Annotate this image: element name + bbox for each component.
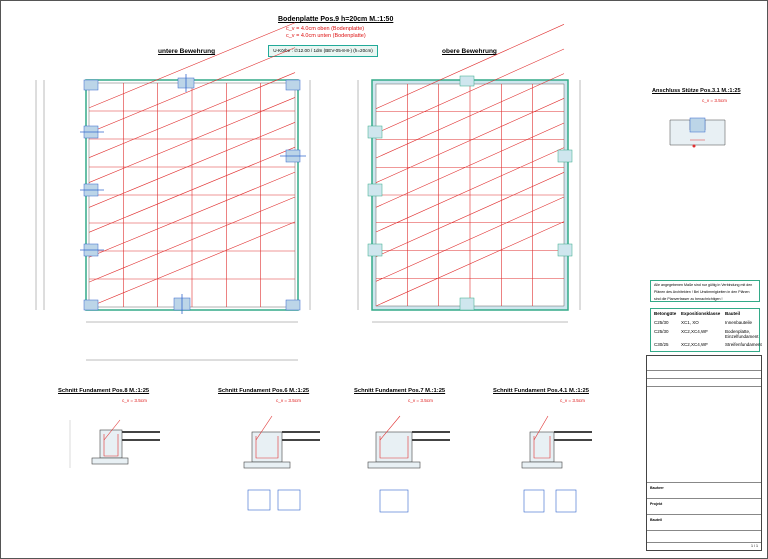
rebar-diagonal xyxy=(88,47,296,134)
rebar-diagonal xyxy=(88,72,296,158)
table-cell: XC1, XO xyxy=(681,320,699,325)
section-title-4: Schnitt Fundament Pos.4.1 M.:1:25 xyxy=(493,388,589,394)
rebar-diagonal xyxy=(375,122,565,208)
tb-sheet-no: 1 / 1 xyxy=(751,544,758,548)
section-title-3: Schnitt Fundament Pos.7 M.:1:25 xyxy=(354,388,446,394)
col-betonguete: Betongüte xyxy=(654,311,677,316)
title-block: Bauherr Projekt Bauteil 1 / 1 xyxy=(646,355,762,551)
rebar-diagonal xyxy=(375,48,565,134)
section-pos7 xyxy=(367,415,450,513)
table-cell: XC2,XC4,WF xyxy=(681,329,709,334)
rebar-diagonal xyxy=(88,122,296,208)
tb-bauherr: Bauherr xyxy=(650,486,664,490)
section-pos41 xyxy=(521,415,592,513)
section-pos8 xyxy=(69,419,160,468)
table-cell: Innenbauteile xyxy=(725,320,753,325)
rebar-diagonal xyxy=(375,221,565,307)
section-cover-2: c_v = 3.5cm xyxy=(276,398,301,403)
tb-projekt: Projekt xyxy=(650,502,663,506)
drawing-title: Bodenplatte Pos.9 h=20cm M.:1:50 xyxy=(278,16,394,23)
concrete-table: Betongüte Expositionsklasse Bauteil C25/… xyxy=(650,308,762,352)
section-cover-1: c_v = 3.5cm xyxy=(122,398,147,403)
table-cell: C30/25 xyxy=(654,342,669,347)
rebar-diagonal xyxy=(88,221,296,308)
col-bauteil: Bauteil xyxy=(725,311,741,316)
rebar-diagonal xyxy=(88,171,296,258)
rebar-diagonal xyxy=(88,97,296,183)
left-plan-title: untere Bewehrung xyxy=(158,48,216,55)
tb-bauteil: Bauteil xyxy=(650,518,662,522)
rebar-diagonal xyxy=(375,196,565,282)
section-cover-3: c_v = 3.5cm xyxy=(408,398,433,403)
section-cover-4: c_v = 3.5cm xyxy=(560,398,585,403)
table-cell: Bodenplatte, Einzelfundament xyxy=(725,329,759,339)
section-title-2: Schnitt Fundament Pos.6 M.:1:25 xyxy=(218,388,310,394)
rebar-diagonal xyxy=(375,147,565,233)
rebar-diagonal xyxy=(88,146,296,233)
detail-cover: c_v = 3.5cm xyxy=(702,98,727,103)
right-plan-title: obere Bewehrung xyxy=(442,48,497,55)
right-plan xyxy=(357,24,581,323)
column-detail xyxy=(669,117,726,148)
section-pos6 xyxy=(243,415,320,511)
rebar-diagonal xyxy=(375,172,565,257)
table-cell: Streifenfundament xyxy=(725,342,762,347)
rebar-diagonal xyxy=(375,98,565,183)
cover-bottom-note: c_v = 4.0cm unten (Bodenplatte) xyxy=(286,33,366,39)
rebar-diagonal xyxy=(88,22,296,109)
left-plan xyxy=(35,22,311,361)
table-cell: C25/30 xyxy=(654,320,669,325)
rebar-diagonal xyxy=(88,196,296,283)
col-exposition: Expositionsklasse xyxy=(681,311,721,316)
detail-title: Anschluss Stütze Pos.3.1 M.:1:25 xyxy=(652,88,741,94)
table-cell: C25/30 xyxy=(654,329,669,334)
section-title-1: Schnitt Fundament Pos.8 M.:1:25 xyxy=(58,388,150,394)
rebar-diagonal xyxy=(375,24,565,109)
architect-note: Alle angegebenen Maße sind nur gültig in… xyxy=(650,280,760,302)
rebar-diagonal xyxy=(375,73,565,159)
cover-top-note: c_v = 4.0cm oben (Bodenplatte) xyxy=(286,26,365,32)
u-korb-badge: U-Körbe : ∅12.00 / 1dm (BEV-05-8-8-) (h=… xyxy=(268,45,378,57)
table-cell: XC2,XC4,WF xyxy=(681,342,709,347)
